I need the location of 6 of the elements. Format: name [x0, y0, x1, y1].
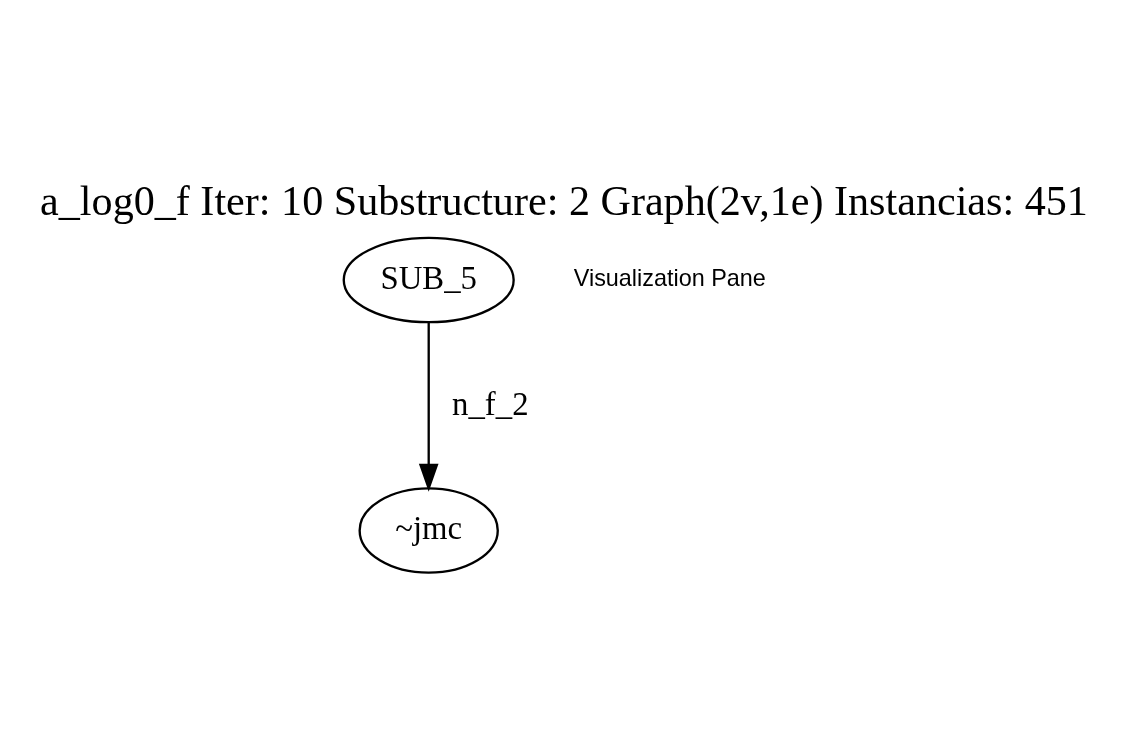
- label: Visualization Pane: [573, 264, 766, 291]
- node-ellipse: ~jmc: [358, 487, 499, 574]
- node-ellipse: SUB_5: [342, 236, 515, 324]
- arrow: [418, 322, 439, 492]
- edge-label: n_f_2: [452, 386, 529, 423]
- diagram-title: a_log0_f Iter: 10 Substructure: 2 Graph(2v,1e) Instancias: 451: [40, 177, 1088, 225]
